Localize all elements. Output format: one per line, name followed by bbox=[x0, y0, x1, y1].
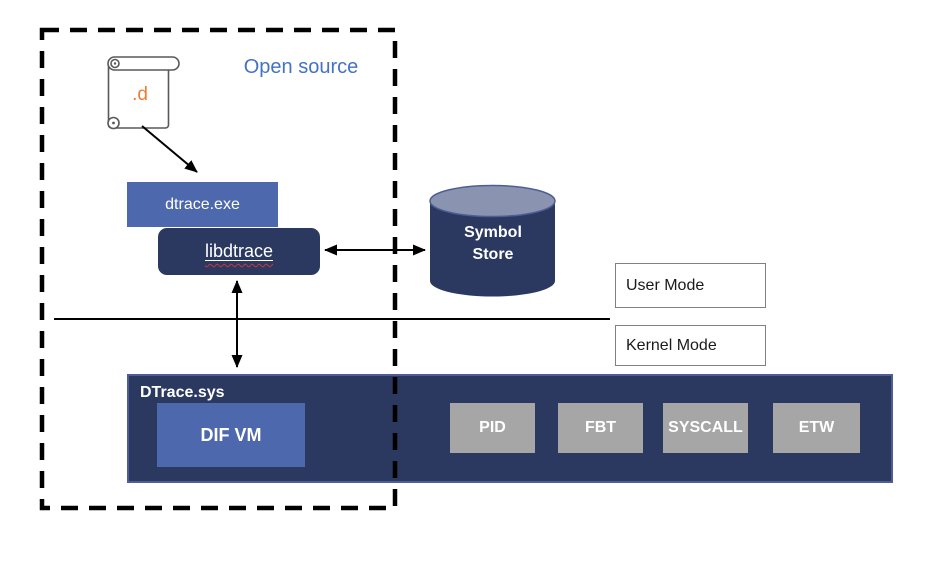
user-mode-box: User Mode bbox=[615, 263, 766, 308]
kernel-mode-label: Kernel Mode bbox=[626, 336, 717, 354]
dtrace-sys-label: DTrace.sys bbox=[140, 384, 225, 401]
provider-box-etw: ETW bbox=[773, 403, 860, 453]
provider-label: FBT bbox=[584, 419, 617, 436]
dtrace-exe-box: dtrace.exe bbox=[127, 182, 278, 227]
provider-box-fbt: FBT bbox=[558, 403, 643, 453]
open-source-label: Open source bbox=[243, 56, 359, 78]
provider-label: SYSCALL bbox=[668, 419, 743, 436]
user-mode-label: User Mode bbox=[626, 276, 705, 294]
libdtrace-box: libdtrace bbox=[158, 228, 320, 275]
dtrace-exe-label: dtrace.exe bbox=[165, 195, 240, 213]
d-script-label: .d bbox=[132, 84, 148, 105]
libdtrace-label: libdtrace bbox=[204, 241, 274, 261]
provider-box-pid: PID bbox=[450, 403, 535, 453]
dif-vm-label: DIF VM bbox=[200, 424, 262, 445]
provider-label: ETW bbox=[798, 419, 835, 436]
symbol-store-label: Symbol Store bbox=[464, 224, 522, 263]
provider-label: PID bbox=[479, 419, 506, 436]
provider-box-syscall: SYSCALL bbox=[663, 403, 748, 453]
dif-vm-box: DIF VM bbox=[157, 403, 305, 467]
kernel-mode-box: Kernel Mode bbox=[615, 325, 766, 366]
database-cylinder-icon bbox=[429, 184, 556, 297]
